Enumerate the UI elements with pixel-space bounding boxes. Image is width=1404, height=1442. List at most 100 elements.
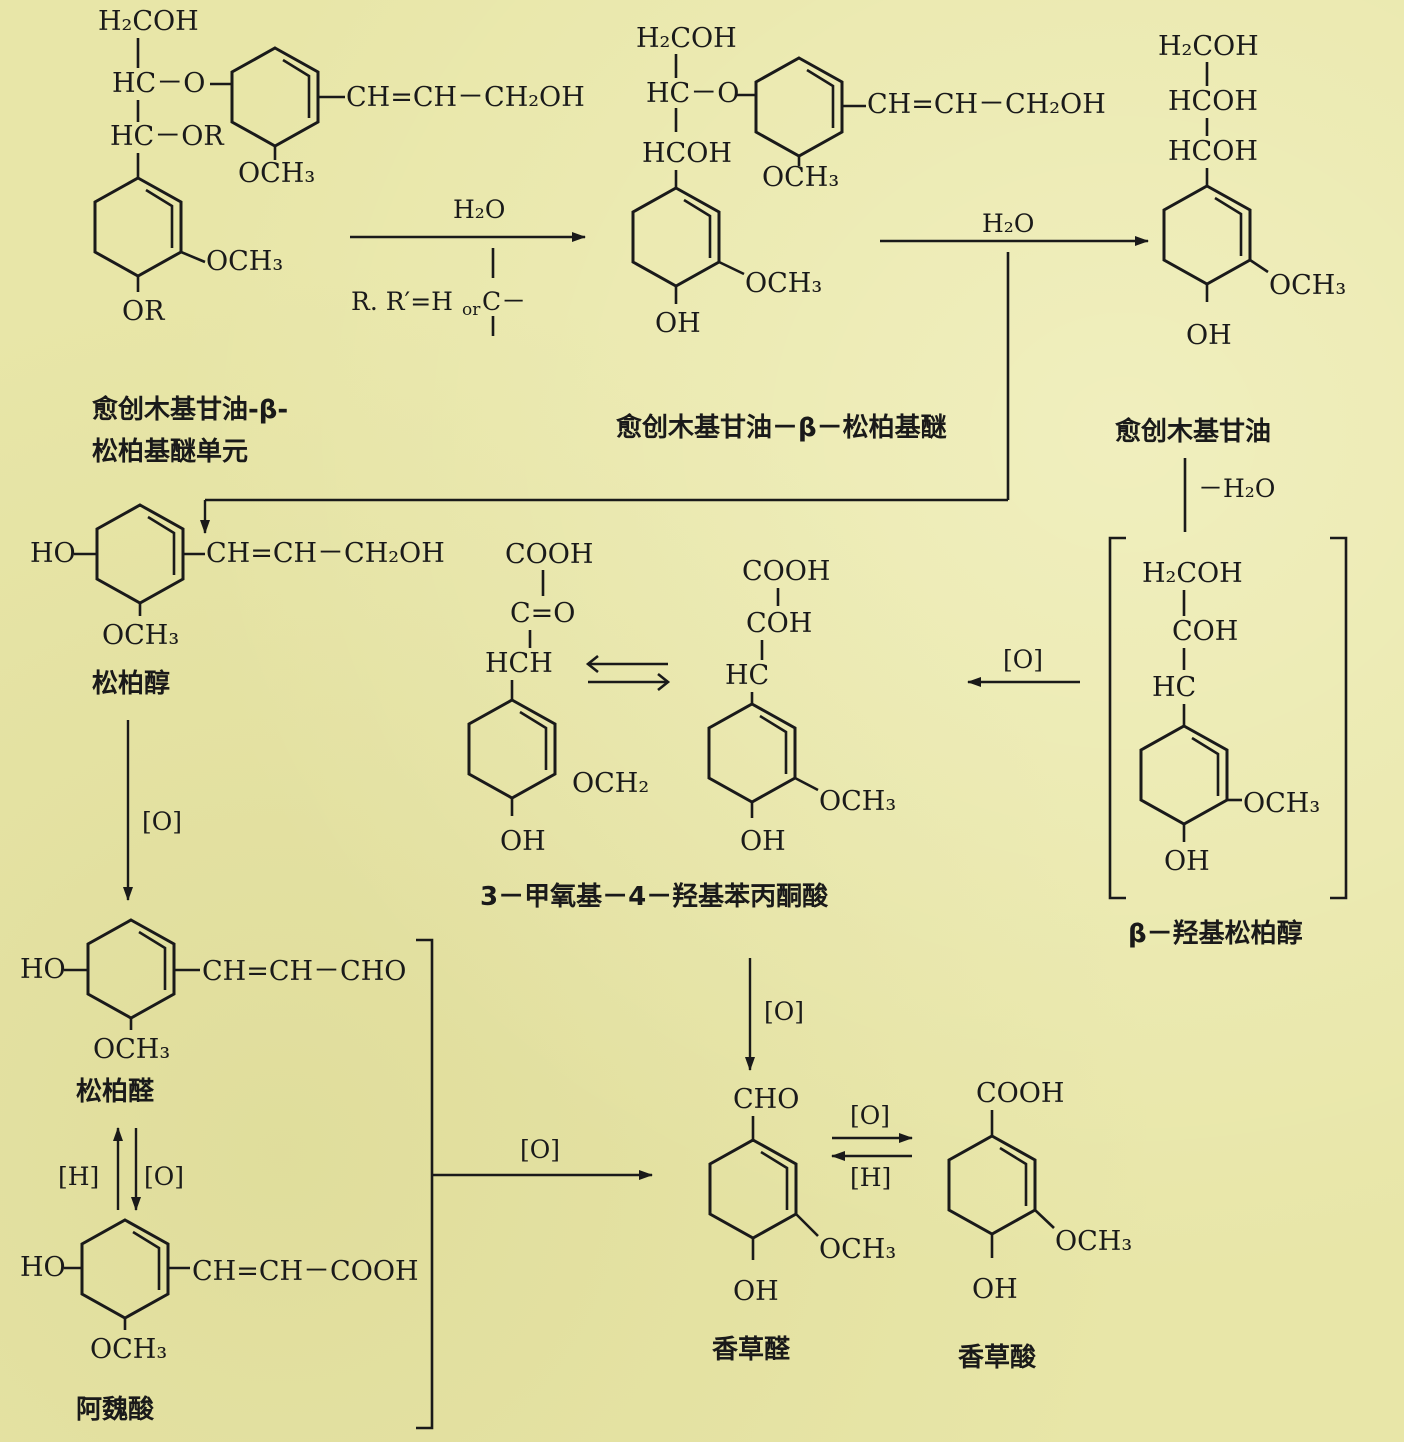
reagent-o-2: [O] [142, 807, 182, 836]
benzene-ring [95, 503, 185, 605]
gge-name: 愈创木基甘油－β－松柏基醚 [616, 412, 947, 443]
hcon-name: β－羟基松柏醇 [1128, 918, 1303, 949]
compound-pyruvic-enol: COOH COH HC OCH₃ OH [707, 556, 896, 857]
gge-unit-chain-2: HC－O [112, 68, 205, 99]
gge-unit-chain-1: H₂COH [98, 6, 199, 37]
compound-vanillic-acid: COOH OCH₃ OH 香草酸 [947, 1078, 1132, 1373]
benzene-ring [1162, 184, 1252, 286]
gg-chain-2: HCOH [1168, 86, 1258, 117]
benzene-ring [631, 186, 721, 288]
vac-ome: OCH₃ [1055, 1226, 1132, 1257]
compound-gge-unit: H₂COH HC－O HC－OR CH=CH－CH₂OH OCH₃ OCH₃ O… [92, 6, 585, 467]
compound-coniferyl-alcohol: HO CH=CH－CH₂OH OCH₃ 松柏醇 [30, 503, 445, 699]
gge-unit-name-1: 愈创木基甘油-β- [92, 394, 288, 425]
compound-ferulic-acid: HO CH=CH－COOH OCH₃ 阿魏酸 [20, 1218, 419, 1425]
pye-chain-2: COH [746, 608, 812, 639]
benzene-ring [947, 1134, 1037, 1236]
gg-chain-1: H₂COH [1158, 31, 1259, 62]
benzene-ring [80, 1218, 170, 1320]
pyk-chain-1: COOH [505, 539, 593, 570]
gg-ome: OCH₃ [1269, 270, 1346, 301]
van-ome: OCH₃ [819, 1234, 896, 1265]
reagent-rr-condition: R. R′=H [351, 287, 453, 316]
gg-chain-3: HCOH [1168, 136, 1258, 167]
cona-side-chain: CH=CH－CH₂OH [206, 538, 445, 569]
reagent-o-3: [O] [764, 997, 804, 1026]
gge-unit-chain-3: HC－OR [110, 121, 224, 152]
compound-gge: H₂COH HC－O HCOH CH=CH－CH₂OH OCH₃ OCH₃ OH… [616, 23, 1106, 443]
compound-vanillin: CHO OCH₃ OH 香草醛 [708, 1084, 896, 1365]
compound-hydroxy-coniferyl: H₂COH COH HC OCH₃ OH β－羟基松柏醇 [1108, 536, 1348, 949]
gg-name: 愈创木基甘油 [1115, 416, 1271, 447]
gge-unit-or: OR [122, 296, 165, 327]
reagent-h2o-2: H₂O [982, 209, 1034, 238]
pye-oh: OH [740, 826, 786, 857]
hcon-ome: OCH₃ [1243, 788, 1320, 819]
gge-ome-2: OCH₃ [745, 268, 822, 299]
compound-gg: H₂COH HCOH HCOH OCH₃ OH 愈创木基甘油 [1115, 31, 1346, 447]
benzene-ring [1139, 724, 1229, 826]
reagent-minus-h2o: －H₂O [1198, 474, 1275, 503]
reagent-o-4: [O] [144, 1162, 184, 1191]
arrow-oxidation-1: [O] [967, 645, 1080, 687]
arrow-oxidation-4: [O] [416, 938, 653, 1430]
gge-ome-1: OCH₃ [762, 162, 839, 193]
arrow-hydrolysis-1: H₂O R. R′=H or C－ [350, 195, 586, 336]
fer-ho: HO [20, 1252, 66, 1283]
reagent-rr-tail: C－ [482, 287, 526, 316]
gge-oh: OH [655, 308, 701, 339]
van-oh: OH [733, 1276, 779, 1307]
cald-ho: HO [20, 954, 66, 985]
compound-coniferaldehyde: HO CH=CH－CHO OCH₃ 松柏醛 [20, 918, 406, 1107]
reagent-o-6: [O] [850, 1101, 890, 1130]
arrow-tautomer-equilibrium [585, 654, 671, 692]
benzene-ring [93, 176, 183, 278]
benzene-ring [467, 698, 557, 800]
arrow-oxidation-3: [O] [745, 958, 804, 1071]
fer-side-chain: CH=CH－COOH [192, 1256, 419, 1287]
vac-oh: OH [972, 1274, 1018, 1305]
arrow-redox-equilibrium-2: [O] [H] [831, 1101, 913, 1192]
hcon-chain-2: COH [1172, 616, 1238, 647]
van-cho: CHO [733, 1084, 799, 1115]
van-name: 香草醛 [712, 1335, 791, 1365]
benzene-ring [230, 46, 320, 148]
hcon-chain-1: H₂COH [1142, 558, 1243, 589]
gge-unit-ome-1: OCH₃ [238, 158, 315, 189]
arrow-hydrolysis-2: H₂O [200, 209, 1149, 534]
hcon-chain-3: HC [1152, 672, 1196, 703]
cona-name: 松柏醇 [92, 668, 170, 699]
benzene-ring [708, 1138, 798, 1240]
arrow-redox-equilibrium-1: [H] [O] [58, 1127, 184, 1211]
gge-unit-ome-2: OCH₃ [206, 246, 283, 277]
pye-ome: OCH₃ [819, 786, 896, 817]
vac-name: 香草酸 [958, 1343, 1037, 1373]
pyk-oh: OH [500, 826, 546, 857]
arrow-dehydration: －H₂O [1183, 458, 1275, 532]
reagent-o-5: [O] [520, 1135, 560, 1164]
hcon-oh: OH [1164, 846, 1210, 877]
gge-side-chain: CH=CH－CH₂OH [867, 89, 1106, 120]
pye-chain-3: HC [725, 660, 769, 691]
reagent-rr-sub: or [462, 300, 481, 320]
pyruvic-name: 3－甲氧基－4－羟基苯丙酮酸 [480, 881, 829, 912]
cona-ome: OCH₃ [102, 620, 179, 651]
reagent-h-2: [H] [850, 1163, 891, 1192]
pyk-chain-2: C=O [510, 598, 575, 629]
pyk-chain-3: HCH [485, 648, 553, 679]
reagent-h2o-1: H₂O [453, 195, 505, 224]
benzene-ring [86, 918, 176, 1020]
gge-unit-name-2: 松柏基醚单元 [92, 437, 248, 467]
gge-chain-3: HCOH [642, 138, 732, 169]
benzene-ring [754, 56, 844, 158]
cald-name: 松柏醛 [76, 1077, 155, 1107]
reagent-h-1: [H] [58, 1162, 99, 1191]
gge-chain-2: HC－O [646, 78, 739, 109]
pye-chain-1: COOH [742, 556, 830, 587]
cald-side-chain: CH=CH－CHO [202, 956, 406, 987]
gg-oh: OH [1186, 320, 1232, 351]
gge-chain-1: H₂COH [636, 23, 737, 54]
pyk-ome: OCH₂ [572, 768, 649, 799]
cald-ome: OCH₃ [93, 1034, 170, 1065]
